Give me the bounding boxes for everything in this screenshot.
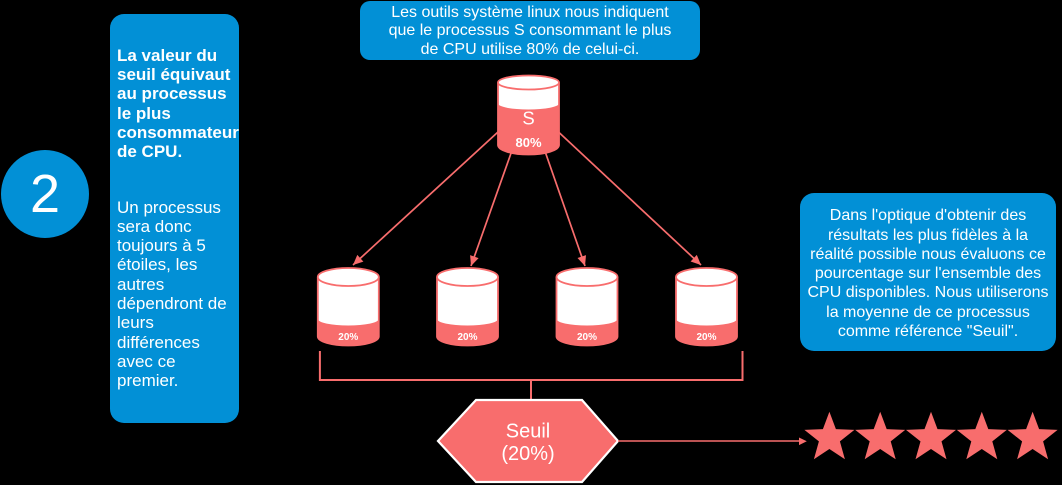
svg-text:20%: 20% [457, 332, 477, 343]
svg-text:Seuil: Seuil [506, 421, 550, 443]
svg-text:S: S [522, 108, 534, 129]
svg-text:20%: 20% [338, 332, 358, 343]
svg-text:80%: 80% [515, 135, 541, 150]
svg-text:20%: 20% [696, 332, 716, 343]
svg-text:20%: 20% [577, 332, 597, 343]
svg-text:(20%): (20%) [501, 443, 554, 465]
